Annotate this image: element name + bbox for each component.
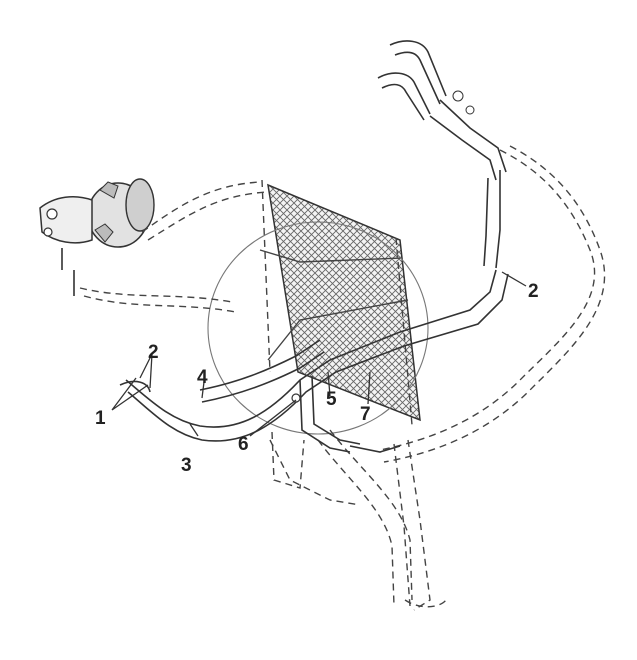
detail-circle bbox=[207, 221, 429, 435]
upper-inlet-pipes bbox=[377, 40, 507, 269]
callout-4: 4 bbox=[197, 367, 208, 388]
ac-lines bbox=[119, 269, 509, 453]
callout-5: 5 bbox=[326, 389, 337, 410]
callout-3: 3 bbox=[181, 455, 192, 476]
compressor bbox=[39, 178, 155, 296]
hose-routing bbox=[79, 145, 606, 608]
leader-lines bbox=[111, 271, 527, 437]
mounting-frame bbox=[271, 431, 431, 611]
callout-7: 7 bbox=[360, 404, 371, 425]
callout-1: 1 bbox=[95, 408, 106, 429]
callout-2-right: 2 bbox=[528, 281, 539, 302]
callout-labels: 1 2 2 3 4 5 6 7 bbox=[95, 281, 539, 476]
callout-2-left: 2 bbox=[148, 342, 159, 363]
condenser bbox=[259, 179, 421, 426]
callout-6: 6 bbox=[238, 434, 249, 455]
